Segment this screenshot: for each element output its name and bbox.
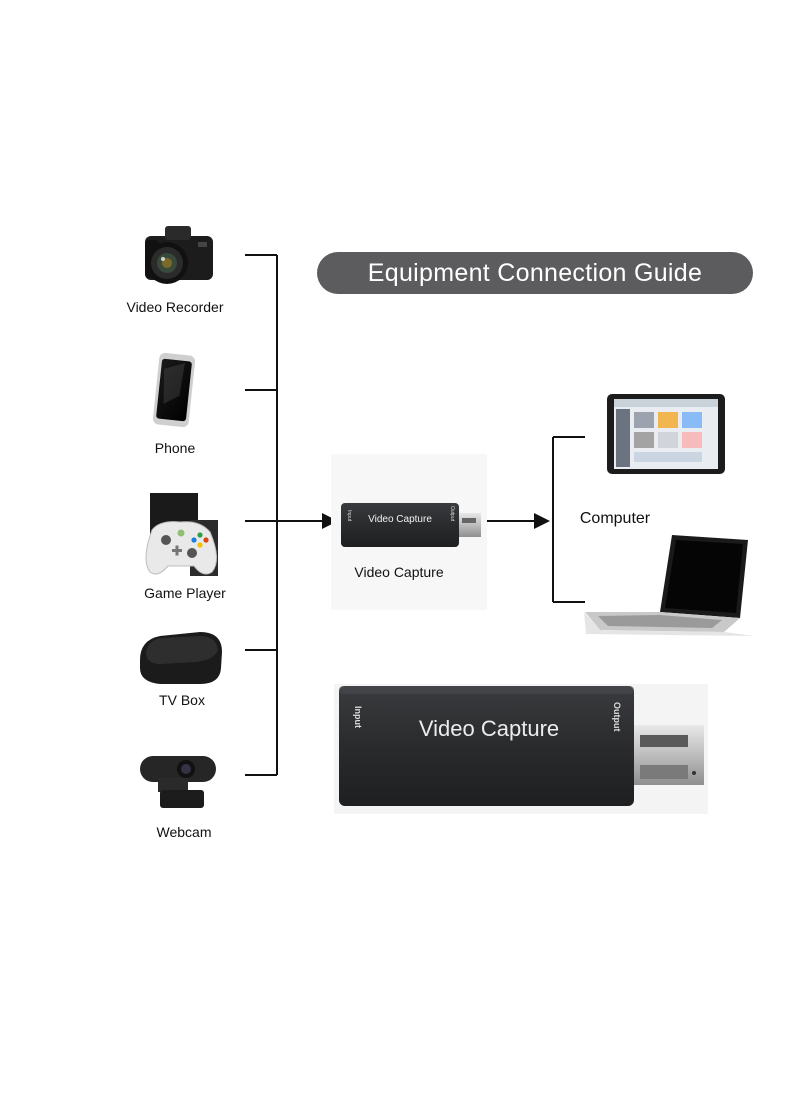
source-label-tv-box: TV Box bbox=[159, 692, 205, 708]
camera-icon bbox=[145, 226, 213, 284]
webcam-icon bbox=[140, 756, 216, 808]
computer-bracket bbox=[552, 436, 585, 603]
laptop-icon bbox=[584, 535, 754, 636]
source-label-webcam: Webcam bbox=[156, 824, 212, 840]
capture-device-small-label: Video Capture bbox=[368, 514, 432, 525]
source-label-game-player: Game Player bbox=[144, 585, 226, 601]
guide-banner: Equipment Connection Guide bbox=[317, 252, 753, 294]
tablet-icon bbox=[607, 394, 725, 474]
capture-device-large-label: Video Capture bbox=[419, 716, 559, 741]
tv-box-icon bbox=[140, 632, 222, 684]
source-bracket bbox=[245, 254, 278, 776]
capture-device-small: Video Capture Input Output bbox=[341, 503, 481, 547]
capture-large-input-label: Input bbox=[353, 706, 363, 728]
capture-small-output-label: Output bbox=[449, 506, 455, 522]
capture-small-input-label: Input bbox=[346, 510, 352, 522]
phone-icon bbox=[152, 352, 196, 428]
capture-caption: Video Capture bbox=[354, 564, 444, 580]
game-controller-icon bbox=[145, 493, 218, 576]
capture-device-large: Video Capture Input Output bbox=[339, 686, 704, 806]
source-label-video-recorder: Video Recorder bbox=[126, 299, 224, 315]
source-label-phone: Phone bbox=[154, 440, 196, 456]
capture-large-output-label: Output bbox=[612, 702, 622, 732]
computer-label: Computer bbox=[579, 510, 651, 527]
